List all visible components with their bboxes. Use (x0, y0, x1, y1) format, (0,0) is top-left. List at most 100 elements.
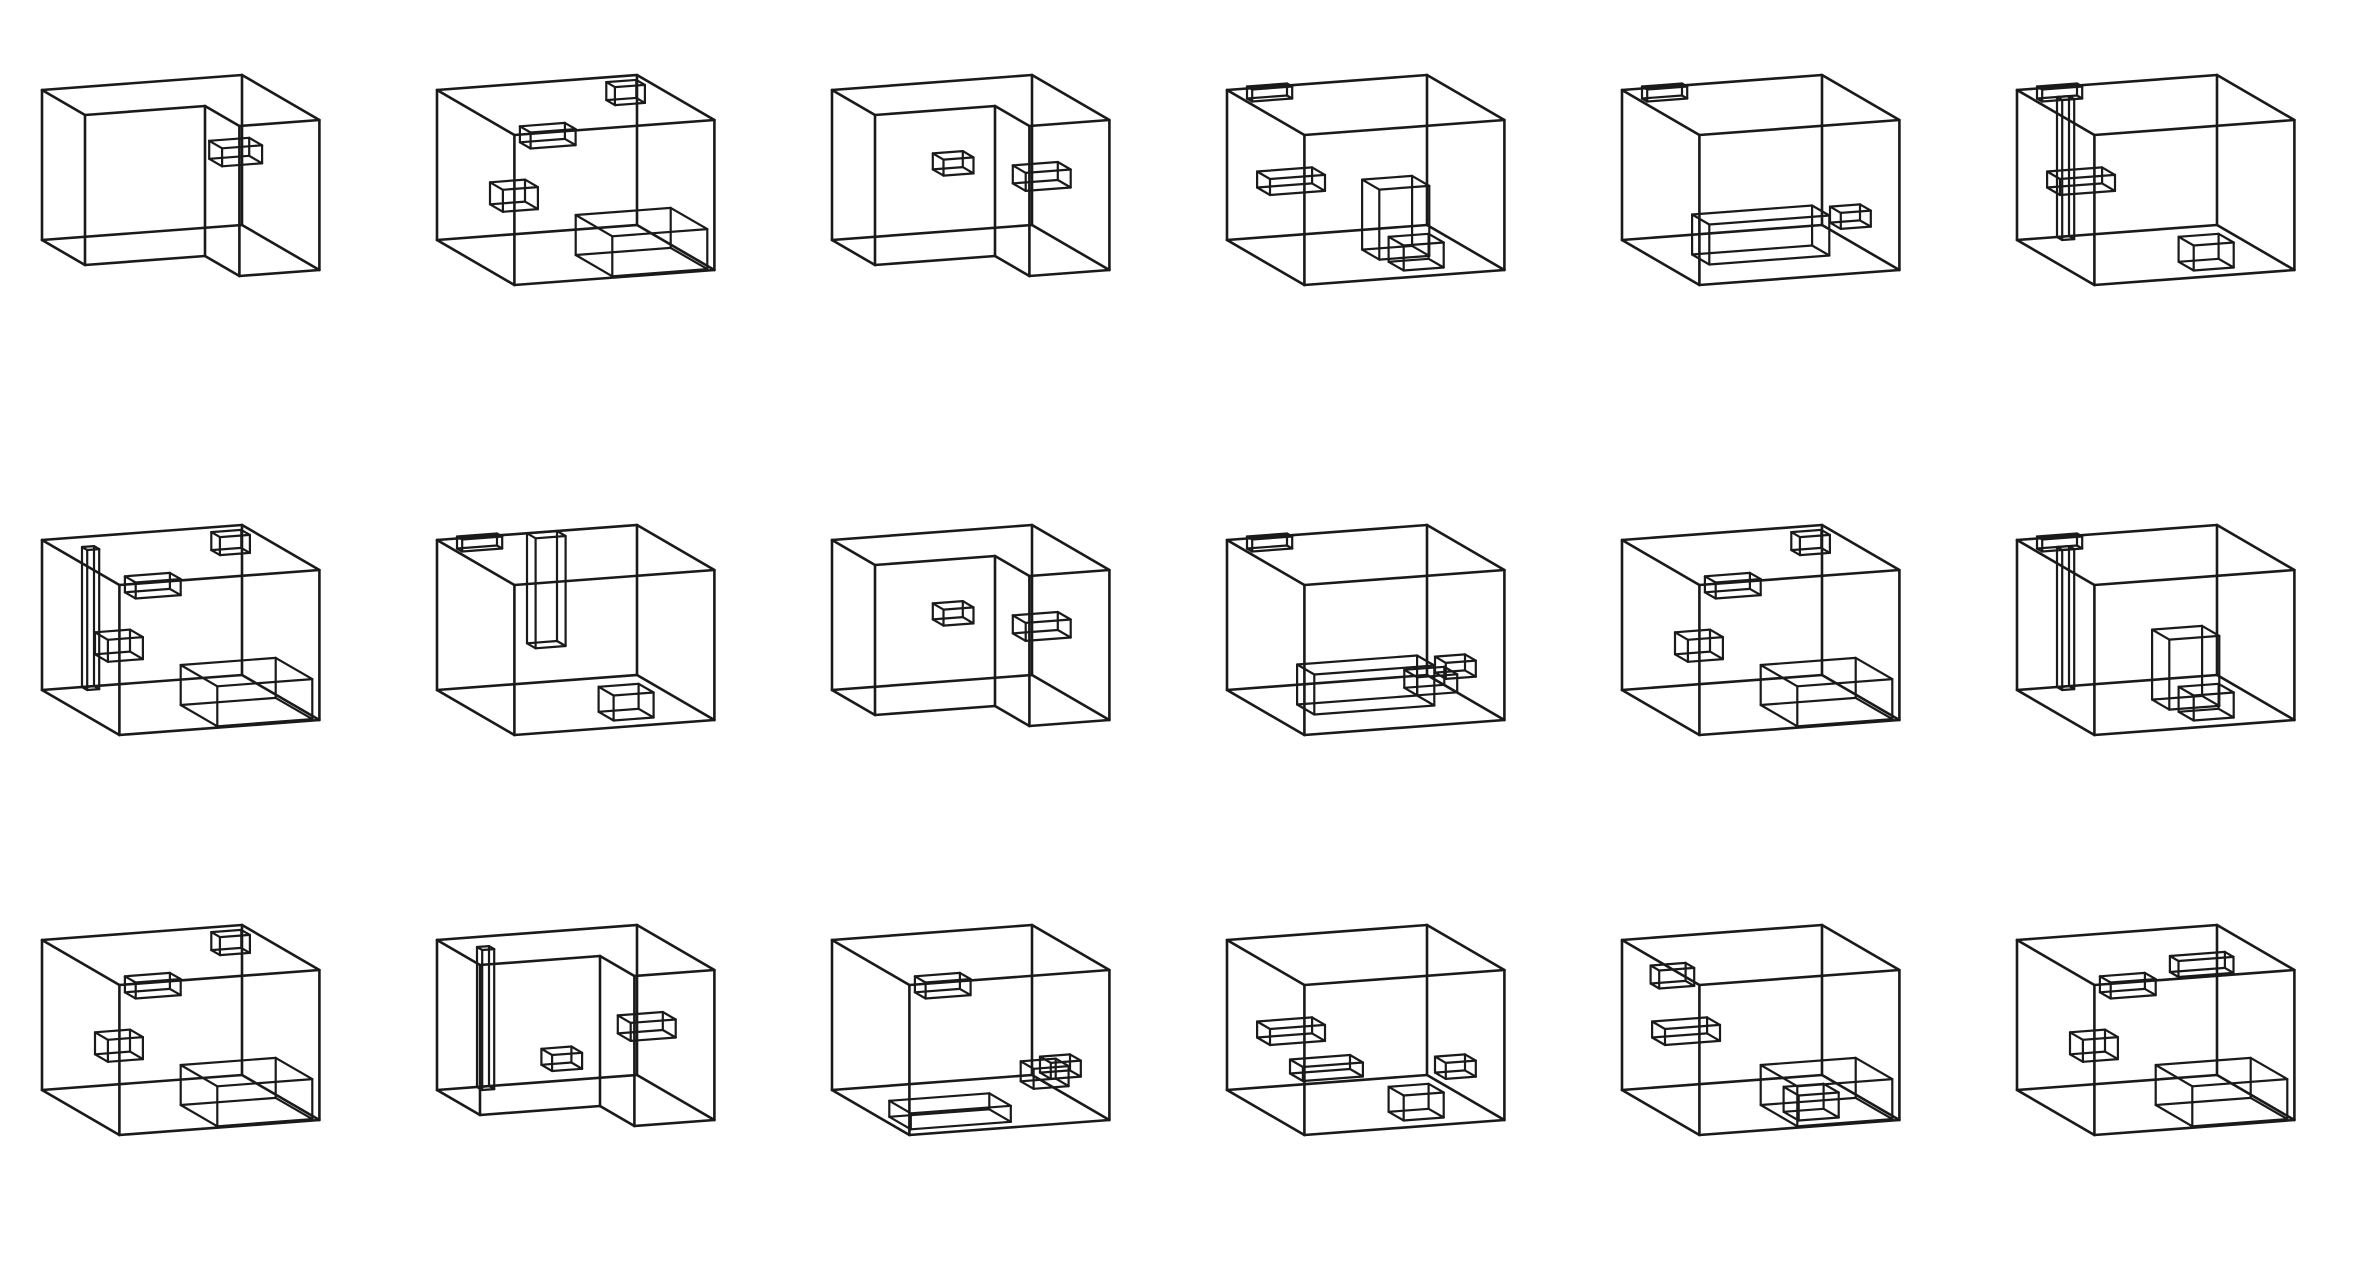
inner-box-tab-top-left-edge (1251, 97, 1294, 103)
inner-box-bar-top-center-edge (913, 987, 962, 994)
inner-box-tab-top-right-edge (210, 930, 221, 939)
inner-box-bar-left-edge (1650, 1032, 1709, 1039)
inner-box-cube-left-edge (1673, 650, 1712, 656)
inner-box-frame-right-edge (1410, 244, 1431, 257)
shell-edge (908, 968, 1111, 987)
shell-edge (40, 223, 244, 242)
inner-box-slab-bottom-right-edge (1759, 1096, 1857, 1107)
inner-box-frame-right-edge (2151, 698, 2171, 711)
inner-box-slab-center-edge (1810, 244, 1831, 257)
shell-edge (1028, 568, 1111, 578)
inner-box-cube-bottom-right-edge (1402, 1116, 1445, 1122)
inner-box-cube-left-edge (93, 631, 110, 641)
inner-box-tab-top-left-edge (2035, 82, 2079, 88)
inner-box-cube-bottom-right-edge (2177, 232, 2220, 238)
inner-box-bar-left-edge (1268, 1023, 1327, 1031)
inner-box-frame-right-edge (1378, 254, 1431, 261)
inner-box-slab-bottom-right-edge (179, 1096, 277, 1107)
inner-box-bar-left-edge (2101, 182, 2117, 192)
shell-edge (830, 73, 1034, 92)
inner-box-cube-bottom-right-edge (1427, 232, 1445, 244)
inner-box-bar-left-2-edge (1288, 1058, 1305, 1069)
shell-edge (2015, 523, 2219, 542)
inner-box-cube-center-edge (540, 1063, 554, 1073)
inner-box-slab-right-edge (616, 1028, 664, 1035)
inner-box-frame-right-edge (2151, 624, 2204, 631)
inner-box-bar-top-center-edge (529, 144, 577, 150)
inner-box-bar-top-center-edge (1748, 587, 1762, 597)
panel-r3c4 (1225, 923, 1506, 1137)
inner-box-cube-left-edge (523, 178, 540, 189)
inner-box-bar-top-right-edge (2168, 954, 2180, 963)
inner-box-cube-left-edge (93, 1031, 110, 1041)
inner-box-bar-top-center-edge (123, 971, 171, 978)
inner-box-bar-left-edge (1255, 186, 1272, 197)
inner-box-slab-right-edge (1011, 610, 1059, 617)
inner-box-slab-center-edge (1810, 204, 1831, 217)
inner-box-post-center-edge (525, 642, 537, 650)
inner-box-slab-left-edge (888, 1108, 991, 1118)
inner-box-cube-bottom-right-edge (1822, 1107, 1840, 1119)
inner-box-bar-left-edge (1255, 1016, 1314, 1023)
shell-edge (240, 73, 321, 122)
inner-box-tab-top-right-edge (1790, 528, 1823, 534)
inner-box-bar-top-center-edge (123, 571, 171, 578)
inner-box-tab-top-left-edge (1640, 94, 1684, 100)
shell-edge (830, 523, 1034, 542)
shell-edge (478, 954, 602, 967)
inner-box-cube-left-edge (106, 1057, 144, 1063)
inner-box-bar-left-edge (1705, 1016, 1722, 1027)
inner-box-cube-bottom-right-edge (1797, 1116, 1840, 1122)
inner-box-cube-left-edge (501, 208, 540, 213)
shell-edge (830, 1088, 911, 1137)
shell-edge (2093, 968, 2296, 987)
inner-box-slab-bottom-right-edge (2249, 1056, 2289, 1081)
inner-box-bar-top-right-edge (2168, 950, 2226, 958)
inner-box-cube-right-2-edge (1032, 1064, 1070, 1070)
inner-box-cube-bottom-right-edge (2177, 710, 2195, 722)
inner-box-bar-top-center-edge (168, 571, 182, 581)
inner-box-bar-top-center-edge (2098, 971, 2146, 978)
inner-box-bar-left-edge (1310, 1016, 1327, 1027)
inner-box-bar-top-center-edge (1703, 575, 1717, 584)
inner-box-cube-bottom-right-edge (2177, 707, 2220, 713)
inner-box-cube-left-edge (488, 181, 504, 191)
shell-edge (513, 118, 716, 137)
inner-box-tab-top-right-edge (1798, 551, 1832, 557)
inner-box-bar-left-edge (1255, 182, 1314, 189)
inner-box-tab-top-right-edge (613, 83, 647, 89)
inner-box-slab-bottom-right-edge (274, 1056, 314, 1081)
inner-box-cube-left-edge (93, 628, 132, 634)
inner-box-bar-top-center-edge (2109, 993, 2157, 1000)
shell-edge (2093, 718, 2296, 737)
inner-box-cube-bottom-right-edge (2177, 260, 2195, 272)
shell-edge (1225, 238, 1306, 287)
inner-box-bar-top-center-edge (123, 587, 171, 594)
inner-box-post-left-edge (481, 1087, 496, 1092)
shell-edge (1225, 73, 1429, 92)
inner-box-bar-top-center-edge (2098, 991, 2112, 1000)
shell-edge (1698, 268, 1901, 287)
inner-box-bar-top-right-edge (2177, 971, 2235, 979)
inner-box-cube-right-edge (1038, 1053, 1072, 1058)
shell-edge (238, 268, 321, 278)
shell-edge (1225, 1073, 1429, 1092)
shell-edge (635, 673, 716, 722)
inner-box-cube-left-edge (2103, 1028, 2119, 1039)
inner-box-tab-top-left-edge (1245, 94, 1289, 100)
inner-box-post-left-edge (86, 687, 101, 692)
inner-box-slab-center-edge (1708, 254, 1831, 266)
inner-box-bar-center-edge (931, 615, 964, 621)
inner-box-cube-bottom-right-edge (1402, 266, 1445, 272)
inner-box-cube-bottom-right-edge (597, 707, 640, 713)
shell-edge (1620, 523, 1824, 542)
shell-edge (1303, 1118, 1506, 1137)
inner-box-slab-bottom-right-edge (1759, 696, 1857, 707)
panel-r3c2 (435, 923, 716, 1128)
inner-box-cube-right-edge (1068, 1053, 1082, 1062)
shell-edge (118, 968, 321, 987)
inner-box-cube-bottom-right-edge (2177, 235, 2195, 247)
shell-edge (435, 238, 516, 287)
inner-box-slab-bottom-right-edge (179, 1103, 219, 1128)
